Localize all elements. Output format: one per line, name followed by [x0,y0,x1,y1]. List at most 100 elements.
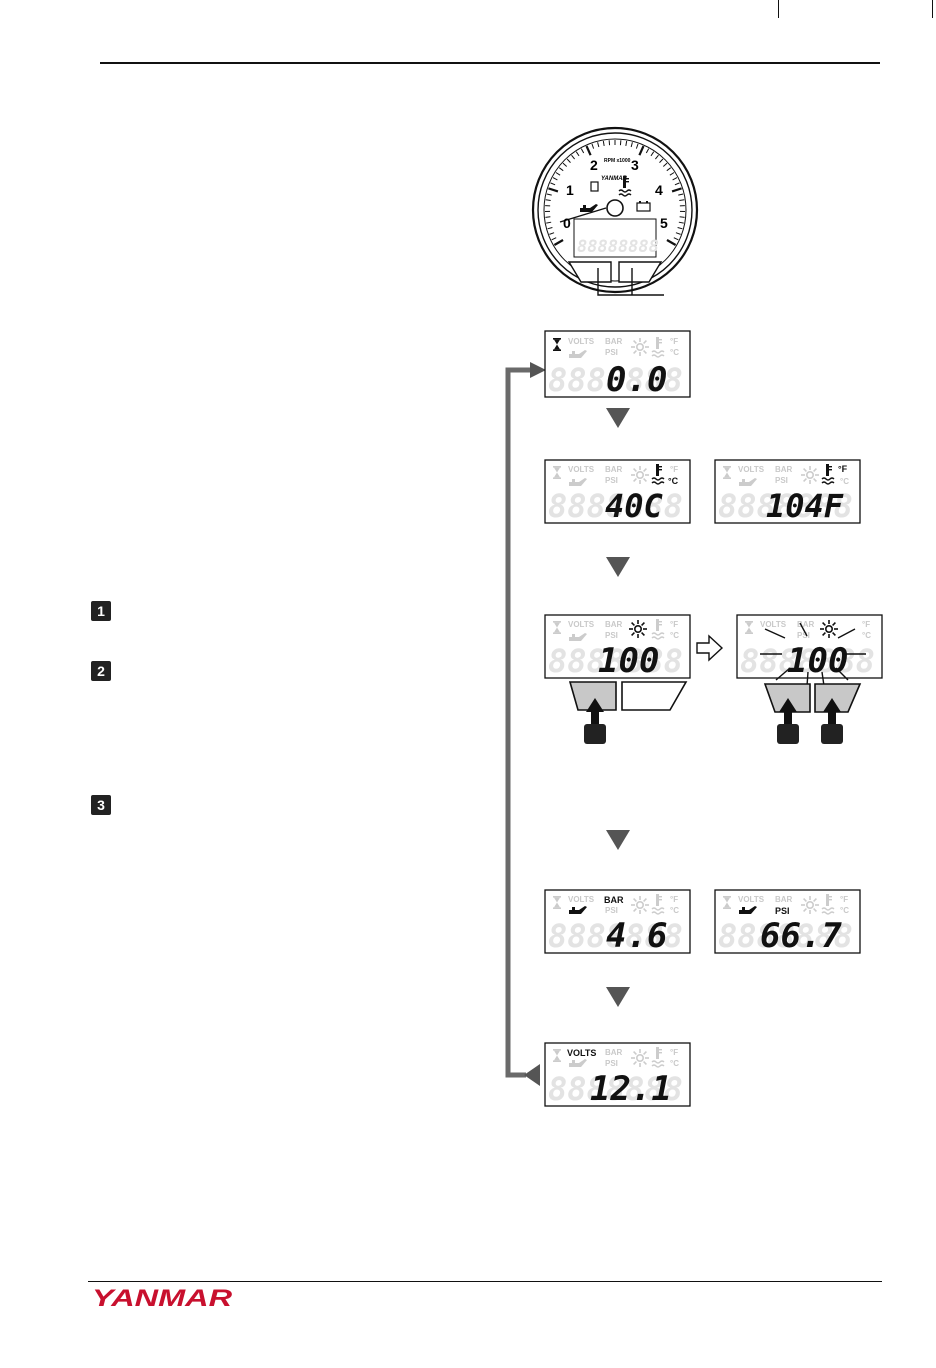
dial-tick [679,216,685,218]
dial-tick [679,199,685,201]
svg-text:YANMAR: YANMAR [92,1285,233,1312]
gauge-lcd-window [573,218,657,258]
crop-mark [778,0,779,18]
svg-text:8888888: 8888888 [548,917,683,955]
gauge-button-right[interactable] [618,261,663,283]
dial-tick [591,143,595,149]
flash-rays [760,622,866,687]
dial-tick [562,162,568,167]
svg-text:°F: °F [670,620,678,629]
svg-text:8888888: 8888888 [718,917,853,955]
svg-text:°F: °F [670,1048,678,1057]
dial-tick [677,226,683,230]
dial-tick [575,151,580,157]
dial-tick [630,142,633,148]
lcd-value-brightness: 100 [598,641,659,681]
svg-text:BAR: BAR [775,465,793,474]
degc-label: °C [670,348,679,357]
lcd-value-temp-c: 40C [605,487,664,525]
svg-text:BAR: BAR [797,620,815,629]
svg-text:BAR: BAR [605,620,623,629]
gauge-button-left[interactable] [567,261,612,283]
step-badge-1: 1 [91,601,111,621]
dial-tick [662,162,668,167]
lcd-panel-volts: VOLTS BAR PSI °F °C 8888888 12.1 [544,1042,691,1109]
cycle-arrow-head-left [524,1064,540,1086]
lcd-panel-brightness: VOLTS BAR PSI °F °C 8888888 100 [544,614,691,681]
svg-text:PSI: PSI [605,476,618,485]
gauge-button-right[interactable] [621,681,688,711]
svg-text:VOLTS: VOLTS [760,620,787,629]
battery-icon [636,201,651,212]
dial-tick [671,187,682,193]
lcd-value-hours: 0.0 [606,360,667,400]
dial-tick [552,177,558,181]
svg-text:PSI: PSI [775,906,790,916]
callout-box [821,724,843,744]
dial-tick [558,167,564,172]
lcd-panel-temp-c: VOLTS BAR PSI °F °C 8888888 40C [544,459,691,525]
lcd-value-oil-psi: 66.7 [760,916,842,956]
gauge-button-right[interactable] [814,683,862,713]
lcd-value-oil-bar: 4.6 [606,916,667,956]
lcd-panel-hours: VOLTS BAR PSI °F °C 8888888 0.0 [544,330,691,400]
svg-text:8888888: 8888888 [548,361,683,399]
svg-text:°F: °F [670,895,678,904]
svg-text:VOLTS: VOLTS [567,1048,596,1058]
dial-number-5: 5 [660,215,668,231]
svg-text:8888888: 8888888 [548,487,683,525]
svg-text:VOLTS: VOLTS [738,895,765,904]
lcd-panel-oil-psi: VOLTS BAR PSI °F °C 8888888 66.7 [714,889,861,956]
svg-text:PSI: PSI [797,631,810,640]
svg-text:°C: °C [840,906,849,915]
svg-text:BAR: BAR [775,895,793,904]
dial-tick [545,216,551,218]
gauge-lcd-segments: 88888888 [577,237,659,257]
lcd-panel-oil-bar: VOLTS BAR PSI °F °C 8888888 4.6 [544,889,691,956]
cycle-connector-line [505,367,532,1078]
dial-tick [625,140,628,146]
dial-tick [669,172,675,176]
hollow-right-arrow-icon [696,634,724,662]
dial-tick [666,167,672,172]
svg-text:°C: °C [670,1059,679,1068]
dial-tick [580,148,585,154]
dial-tick [571,154,576,160]
svg-text:BAR: BAR [604,895,624,905]
push-arrow-icon [586,698,604,735]
dial-tick [566,158,571,163]
cycle-arrow-head-right [530,362,546,378]
svg-text:°C: °C [862,631,871,640]
lcd-value-volts: 12.1 [590,1069,672,1109]
gauge-hub [606,199,624,217]
dial-number-4: 4 [655,182,663,198]
svg-text:°F: °F [862,620,870,629]
dial-tick [645,148,650,154]
dial-tick [597,142,600,148]
svg-text:PSI: PSI [605,906,618,915]
gauge-button-left[interactable] [763,683,811,713]
tachometer-gauge: 0 1 2 3 4 5 RPM x1000 YANMAR 88888888 [531,126,699,296]
down-arrow-icon [606,408,630,428]
lcd-panel-temp-f: VOLTS BAR PSI °F °C 8888888 104F [714,459,861,525]
svg-text:°F: °F [838,464,848,474]
dial-tick [666,239,677,246]
dial-tick [553,239,564,246]
push-arrow-icon [823,698,841,735]
footer-rule [88,1281,882,1282]
dial-number-3: 3 [631,157,639,173]
dial-tick [547,226,553,230]
gauge-button-left[interactable] [568,681,617,711]
lcd-panel-brightness-adjust: VOLTS BAR PSI °F °C 8888888 100 [736,614,883,687]
dial-number-1: 1 [566,182,574,198]
svg-text:VOLTS: VOLTS [738,465,765,474]
svg-text:°C: °C [670,631,679,640]
svg-text:VOLTS: VOLTS [568,620,595,629]
dial-tick [551,237,557,241]
step-badge-2: 2 [91,661,111,681]
callout-box [777,724,799,744]
bar-label: BAR [605,337,623,346]
svg-text:°F: °F [840,895,848,904]
down-arrow-icon [606,987,630,1007]
dial-number-0: 0 [563,215,571,231]
